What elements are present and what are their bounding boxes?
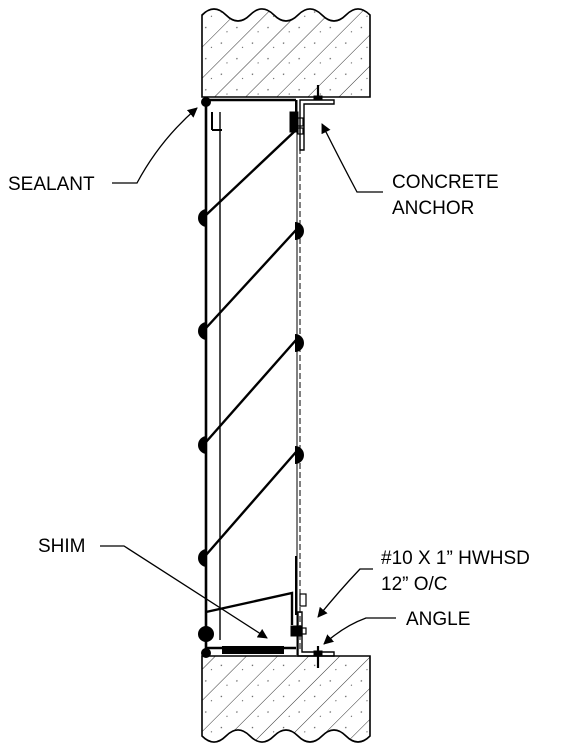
concrete-anchor-label-line2: ANCHOR: [392, 198, 474, 219]
blade-clips: [198, 209, 304, 567]
top-concrete-slab: [201, 8, 371, 98]
louver-frame: [204, 98, 301, 655]
bottom-angle-anchor: [290, 556, 335, 668]
shim: [222, 646, 284, 654]
angle-label: ANGLE: [406, 609, 470, 630]
concrete-anchor-label-line1: CONCRETE: [392, 172, 499, 193]
leader-lines: [100, 107, 396, 645]
louver-blades: [205, 129, 297, 625]
top-clip-anchor: [289, 85, 335, 151]
sealant-label: SEALANT: [8, 174, 95, 195]
sealant-beads: [198, 97, 214, 658]
bottom-concrete-slab: [201, 655, 371, 743]
shim-label: SHIM: [38, 536, 86, 557]
screw-label-line1: #10 X 1” HWHSD: [381, 548, 530, 569]
screw-label-line2: 12” O/C: [381, 574, 448, 595]
